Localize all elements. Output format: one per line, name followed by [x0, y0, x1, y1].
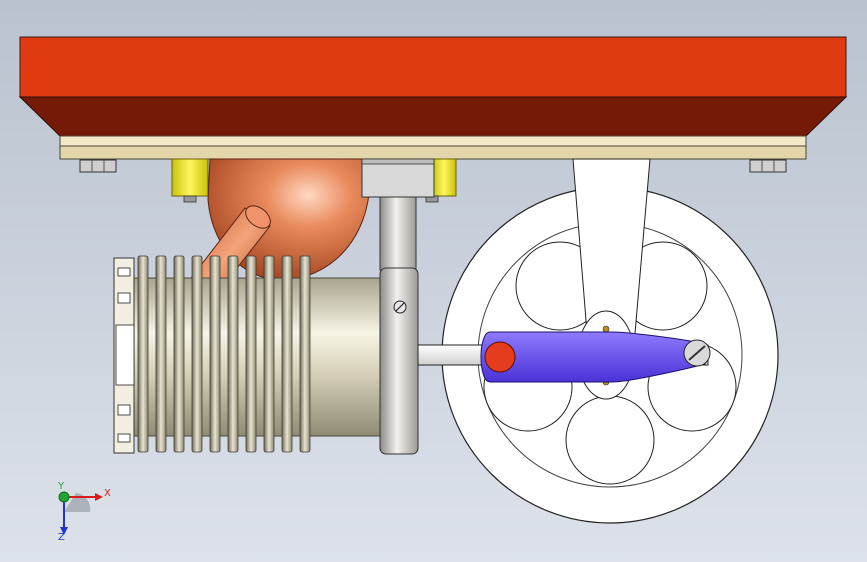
crank-pin[interactable] — [484, 341, 516, 373]
y-axis-dot — [58, 491, 70, 503]
finned-cylinder[interactable] — [113, 255, 389, 454]
crank-screw[interactable] — [683, 339, 711, 367]
x-axis-arrowhead — [95, 493, 103, 501]
crank-arm[interactable] — [418, 331, 708, 383]
cooling-fin — [227, 255, 239, 453]
cooling-fins — [137, 255, 311, 453]
cylinder-cap-slots — [115, 267, 135, 443]
left-bracket[interactable] — [171, 158, 209, 203]
cooling-fin — [245, 255, 257, 453]
right-bracket[interactable] — [425, 158, 457, 203]
bearing-collar[interactable] — [379, 267, 419, 455]
x-axis-label: X — [104, 488, 111, 499]
mount-plate[interactable] — [59, 135, 807, 160]
z-axis-arrowhead — [60, 527, 68, 535]
cooling-fin — [281, 255, 293, 453]
y-axis-label: Y — [58, 481, 65, 492]
right-nut — [749, 159, 787, 173]
axis-triad — [58, 491, 103, 535]
cooling-fin — [209, 255, 221, 453]
cooling-fin — [299, 255, 311, 453]
cooling-fin — [191, 255, 203, 453]
cooling-fin — [137, 255, 149, 453]
copper-flask[interactable] — [187, 158, 371, 301]
base-plate[interactable] — [18, 36, 848, 137]
z-axis-label: Z — [58, 532, 65, 543]
cooling-fin — [173, 255, 185, 453]
cooling-fin — [263, 255, 275, 453]
cooling-fin — [155, 255, 167, 453]
bearing-block[interactable] — [361, 158, 435, 271]
left-nut — [79, 159, 117, 173]
